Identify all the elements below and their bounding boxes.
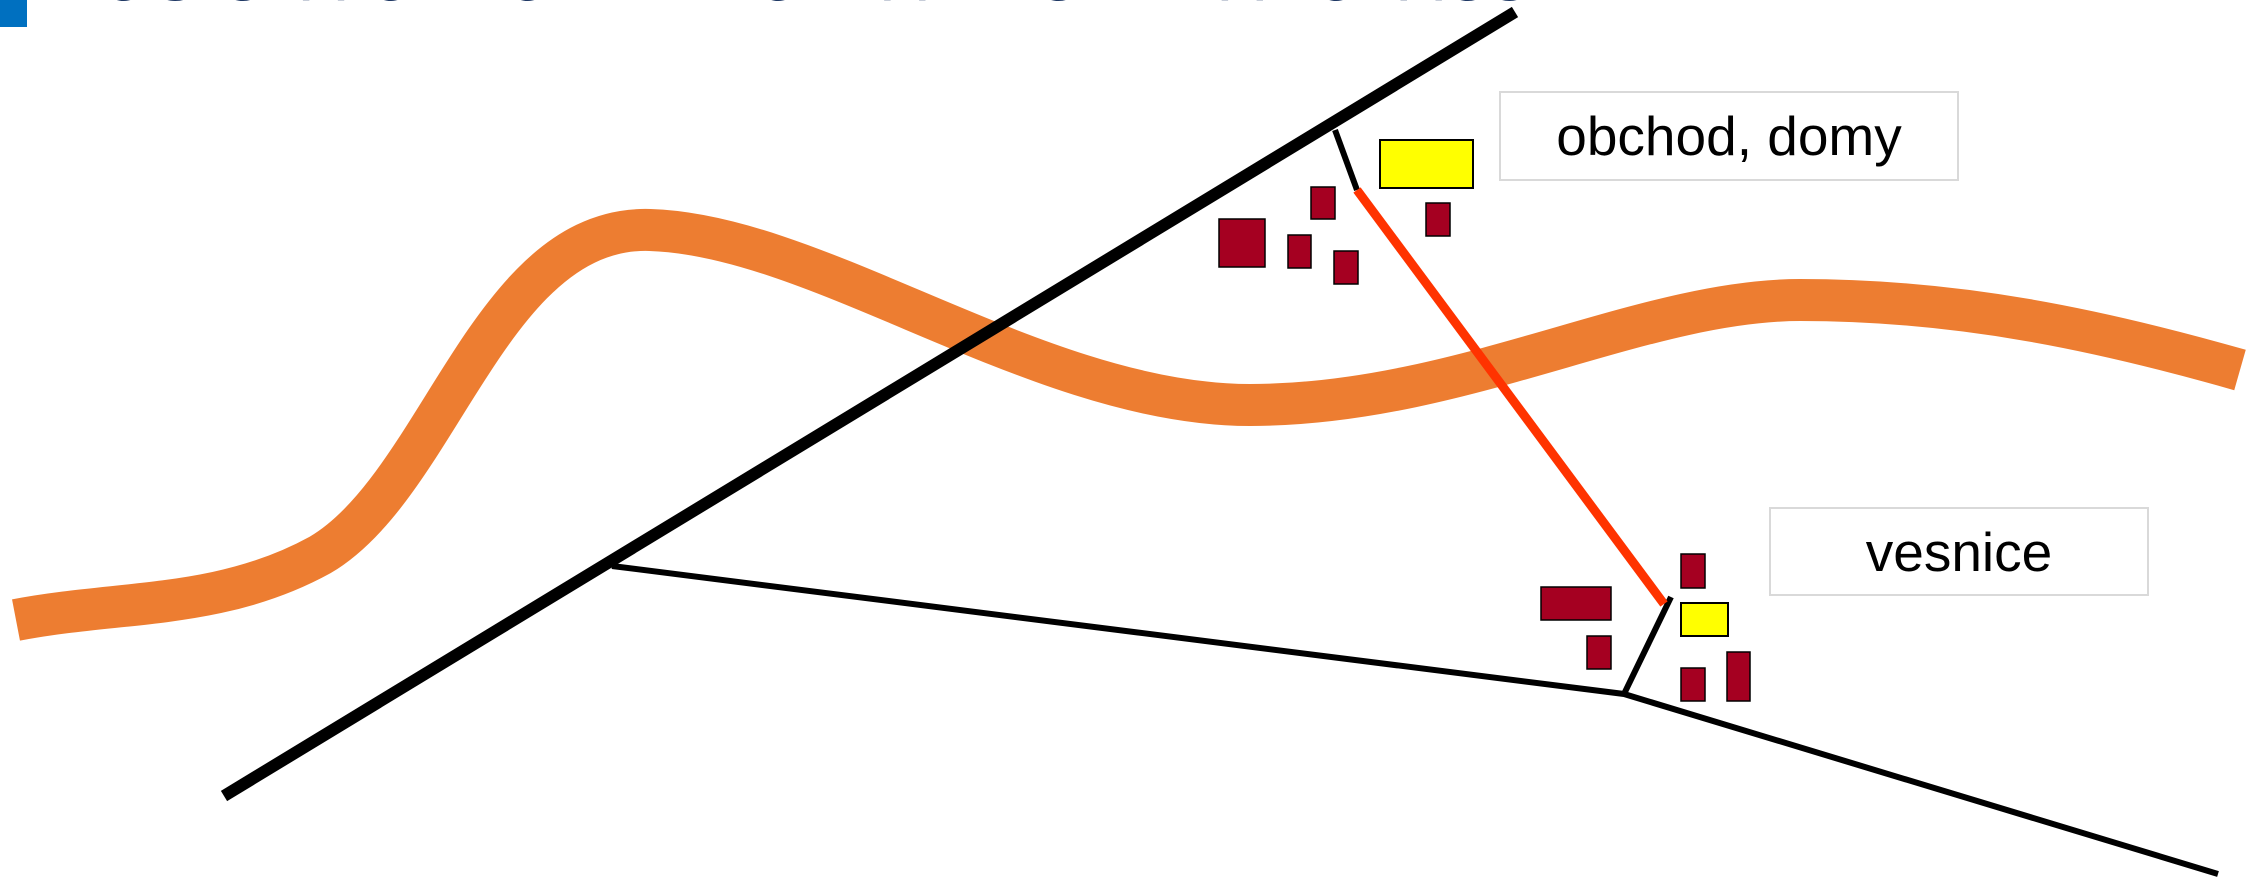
house — [1726, 651, 1751, 702]
slide-heading: LOGICKÁ ODPOVĚĎ DOPRAVNÍCH PLÁNOVAČŮ: — [66, 0, 1555, 10]
river — [12, 208, 2246, 641]
shop-building — [1680, 602, 1729, 637]
label-village: vesnice — [1769, 507, 2149, 596]
house — [1333, 250, 1359, 285]
village-access-road — [1621, 595, 1674, 696]
house — [1680, 553, 1706, 589]
house — [1310, 186, 1336, 220]
shop-building — [1379, 139, 1474, 189]
house — [1540, 586, 1612, 621]
house — [1425, 202, 1451, 237]
house — [1287, 234, 1312, 269]
house — [1586, 635, 1612, 670]
house — [1218, 218, 1266, 268]
bullet-marker — [0, 0, 27, 27]
new-connecting-road — [1353, 187, 1668, 607]
label-shops: obchod, domy — [1499, 91, 1959, 181]
shops-access-road — [1332, 128, 1360, 192]
house — [1680, 667, 1706, 702]
main-road — [220, 6, 1519, 802]
secondary-road — [611, 563, 2219, 877]
